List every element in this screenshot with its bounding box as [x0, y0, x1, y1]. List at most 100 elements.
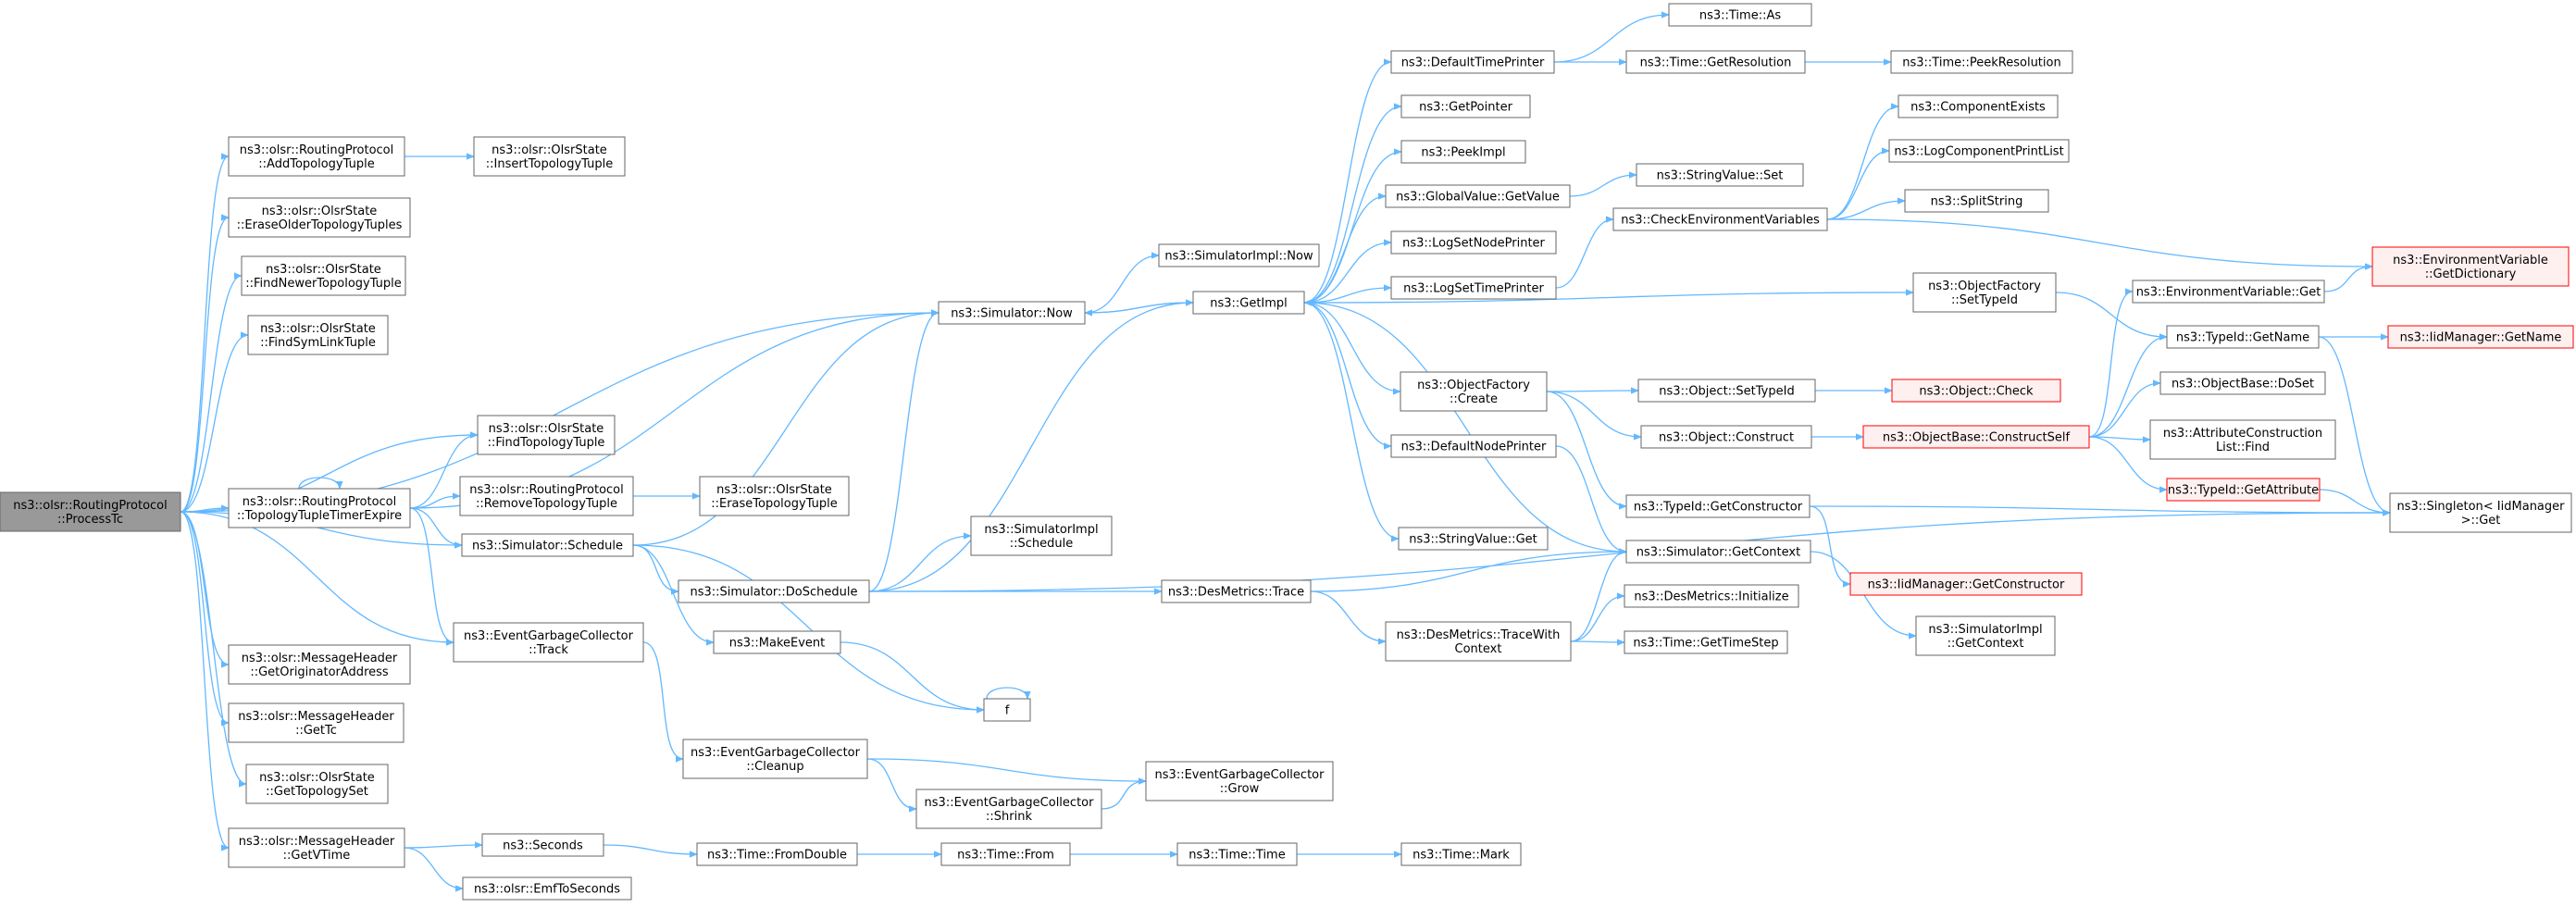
node-find-topology-tuple[interactable]: ns3::olsr::OlsrState::FindTopologyTuple: [477, 415, 616, 455]
edge-check-environment-variables-to-log-component-print-list: [1826, 147, 1890, 220]
edge-check-environment-variables-to-component-exists: [1826, 103, 1899, 220]
node-check-environment-variables[interactable]: ns3::CheckEnvironmentVariables: [1612, 207, 1828, 231]
node-seconds[interactable]: ns3::Seconds: [481, 833, 604, 857]
node-component-exists[interactable]: ns3::ComponentExists: [1898, 94, 2059, 118]
node-label: ::FindNewerTopologyTuple: [245, 277, 402, 291]
node-label: ns3::TypeId::GetConstructor: [1634, 501, 1803, 515]
node-box: [245, 764, 389, 804]
node-get-originator-address[interactable]: ns3::olsr::MessageHeader::GetOriginatorA…: [228, 644, 411, 685]
node-iid-manager-get-constructor[interactable]: ns3::IidManager::GetConstructor: [1849, 572, 2083, 596]
node-erase-topology-tuple[interactable]: ns3::olsr::OlsrState::EraseTopologyTuple: [699, 476, 850, 516]
node-get-vtime[interactable]: ns3::olsr::MessageHeader::GetVTime: [228, 827, 405, 868]
edge-simulator-schedule-to-f: [632, 544, 985, 714]
node-find-newer-topology-tuple[interactable]: ns3::olsr::OlsrState::FindNewerTopologyT…: [241, 255, 406, 296]
node-topology-tuple-timer-expire[interactable]: ns3::olsr::RoutingProtocol::TopologyTupl…: [228, 488, 411, 528]
node-env-var-get-dictionary[interactable]: ns3::EnvironmentVariable::GetDictionary: [2371, 246, 2570, 287]
node-label: ns3::SimulatorImpl: [984, 523, 1098, 537]
node-get-tc[interactable]: ns3::olsr::MessageHeader::GetTc: [228, 702, 404, 743]
node-box: [2387, 325, 2574, 349]
node-log-set-time-printer[interactable]: ns3::LogSetTimePrinter: [1390, 276, 1557, 300]
node-remove-topology-tuple[interactable]: ns3::olsr::RoutingProtocol::RemoveTopolo…: [459, 476, 634, 516]
node-default-time-printer[interactable]: ns3::DefaultTimePrinter: [1390, 50, 1555, 74]
node-box: [1862, 425, 2090, 449]
node-box: [2149, 419, 2336, 460]
node-label: ::Create: [1450, 392, 1498, 406]
node-simulator-impl-now[interactable]: ns3::SimulatorImpl::Now: [1158, 243, 1320, 267]
node-des-metrics-trace[interactable]: ns3::DesMetrics::Trace: [1161, 579, 1312, 603]
node-time-get-resolution[interactable]: ns3::Time::GetResolution: [1625, 50, 1806, 74]
node-make-event[interactable]: ns3::MakeEvent: [713, 630, 841, 654]
node-event-gc-grow[interactable]: ns3::EventGarbageCollector::Grow: [1145, 761, 1334, 801]
node-object-construct[interactable]: ns3::Object::Construct: [1640, 425, 1812, 449]
node-env-var-get[interactable]: ns3::EnvironmentVariable::Get: [2132, 280, 2325, 304]
edge-simulator-now-to-simulator-impl-now: [1084, 252, 1160, 314]
node-default-node-printer[interactable]: ns3::DefaultNodePrinter: [1390, 434, 1557, 458]
node-label: ::GetTopologySet: [266, 785, 368, 799]
node-time-peek-resolution[interactable]: ns3::Time::PeekResolution: [1890, 50, 2073, 74]
node-event-gc-cleanup[interactable]: ns3::EventGarbageCollector::Cleanup: [682, 739, 868, 779]
node-get-topology-set[interactable]: ns3::olsr::OlsrState::GetTopologySet: [245, 764, 389, 804]
node-singleton-iid-manager-get[interactable]: ns3::Singleton< IidManager >::Get: [2389, 492, 2572, 533]
node-label: ns3::EnvironmentVariable: [2393, 254, 2548, 267]
node-type-id-get-constructor[interactable]: ns3::TypeId::GetConstructor: [1625, 494, 1811, 518]
node-insert-topology-tuple[interactable]: ns3::olsr::OlsrState::InsertTopologyTupl…: [473, 136, 626, 177]
node-time-as[interactable]: ns3::Time::As: [1668, 3, 1812, 27]
node-erase-older-topology-tuples[interactable]: ns3::olsr::OlsrState::EraseOlderTopology…: [228, 197, 411, 238]
node-f[interactable]: f: [983, 698, 1031, 722]
node-log-set-node-printer[interactable]: ns3::LogSetNodePrinter: [1390, 230, 1557, 255]
node-simulator-now[interactable]: ns3::Simulator::Now: [938, 301, 1086, 325]
node-object-factory-set-type-id[interactable]: ns3::ObjectFactory::SetTypeId: [1912, 272, 2057, 313]
node-time-from-double[interactable]: ns3::Time::FromDouble: [696, 842, 858, 866]
node-add-topology-tuple[interactable]: ns3::olsr::RoutingProtocol::AddTopologyT…: [228, 136, 405, 177]
node-time-get-time-step[interactable]: ns3::Time::GetTimeStep: [1624, 630, 1788, 654]
node-log-component-print-list[interactable]: ns3::LogComponentPrintList: [1888, 139, 2070, 163]
node-label: ns3::olsr::RoutingProtocol: [240, 143, 394, 157]
node-simulator-impl-schedule[interactable]: ns3::SimulatorImpl::Schedule: [970, 516, 1113, 556]
node-string-value-get[interactable]: ns3::StringValue::Get: [1398, 527, 1549, 551]
node-emf-to-seconds[interactable]: ns3::olsr::EmfToSeconds: [462, 876, 632, 901]
node-label: ns3::DesMetrics::TraceWith: [1397, 628, 1561, 642]
node-box: [247, 315, 389, 355]
node-label: f: [1005, 704, 1010, 718]
node-process-tc[interactable]: ns3::olsr::RoutingProtocol::ProcessTc: [0, 491, 181, 532]
node-find-sym-link-tuple[interactable]: ns3::olsr::OlsrState::FindSymLinkTuple: [247, 315, 389, 355]
node-global-value-get-value[interactable]: ns3::GlobalValue::GetValue: [1385, 184, 1571, 208]
edge-topology-tuple-timer-expire-to-topology-tuple-timer-expire: [298, 477, 343, 490]
node-label: ns3::ObjectFactory: [1928, 280, 2041, 293]
node-event-gc-shrink[interactable]: ns3::EventGarbageCollector::Shrink: [915, 789, 1102, 829]
node-time-time[interactable]: ns3::Time::Time: [1176, 842, 1298, 866]
node-label: ns3::TypeId::GetAttribute: [2168, 484, 2319, 498]
node-event-gc-track[interactable]: ns3::EventGarbageCollector::Track: [453, 622, 644, 663]
node-time-mark[interactable]: ns3::Time::Mark: [1400, 842, 1522, 866]
node-object-check[interactable]: ns3::Object::Check: [1891, 379, 2061, 403]
node-object-base-construct-self[interactable]: ns3::ObjectBase::ConstructSelf: [1862, 425, 2090, 449]
node-box: [1890, 50, 2073, 74]
node-simulator-get-context[interactable]: ns3::Simulator::GetContext: [1625, 540, 1811, 564]
node-box: [682, 739, 868, 779]
node-simulator-schedule[interactable]: ns3::Simulator::Schedule: [461, 533, 634, 557]
node-label: ns3::Time::Time: [1188, 849, 1285, 863]
node-split-string[interactable]: ns3::SplitString: [1904, 189, 2049, 213]
node-simulator-do-schedule[interactable]: ns3::Simulator::DoSchedule: [678, 579, 870, 603]
edge-topology-tuple-timer-expire-to-event-gc-track: [409, 507, 454, 646]
node-simulator-impl-get-context[interactable]: ns3::SimulatorImpl::GetContext: [1915, 615, 2056, 656]
node-object-factory-create[interactable]: ns3::ObjectFactory::Create: [1400, 371, 1548, 412]
node-type-id-get-attribute[interactable]: ns3::TypeId::GetAttribute: [2166, 478, 2321, 502]
node-get-pointer[interactable]: ns3::GetPointer: [1400, 94, 1531, 118]
node-peek-impl[interactable]: ns3::PeekImpl: [1400, 140, 1526, 164]
node-type-id-get-name[interactable]: ns3::TypeId::GetName: [2166, 325, 2320, 349]
edge-global-value-get-value-to-string-value-set: [1569, 171, 1637, 197]
node-string-value-set[interactable]: ns3::StringValue::Set: [1636, 163, 1804, 187]
node-iid-manager-get-name[interactable]: ns3::IidManager::GetName: [2387, 325, 2574, 349]
node-object-base-do-set[interactable]: ns3::ObjectBase::DoSet: [2159, 371, 2326, 395]
node-get-impl[interactable]: ns3::GetImpl: [1192, 291, 1305, 315]
node-object-set-type-id[interactable]: ns3::Object::SetTypeId: [1637, 379, 1816, 403]
node-des-metrics-initialize[interactable]: ns3::DesMetrics::Initialize: [1624, 584, 1799, 608]
node-box: [1888, 139, 2070, 163]
node-label: ns3::ObjectBase::DoSet: [2172, 378, 2314, 391]
node-time-from[interactable]: ns3::Time::From: [940, 842, 1071, 866]
node-label: ns3::olsr::OlsrState: [266, 263, 381, 277]
